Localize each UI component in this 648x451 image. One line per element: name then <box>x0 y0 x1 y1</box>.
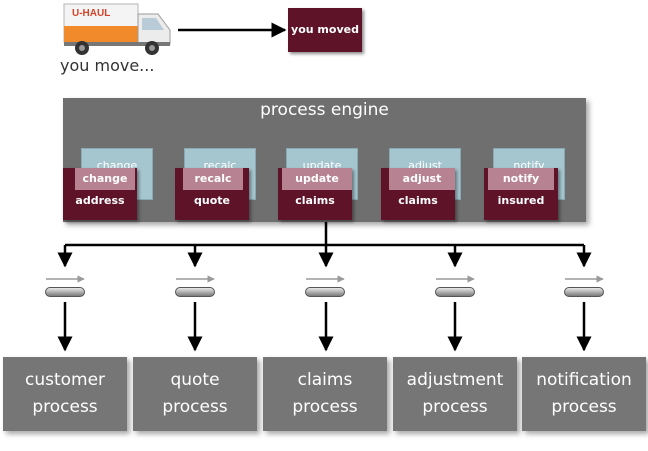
engine-step-change-address: change address <box>63 168 137 220</box>
process-line1: claims <box>297 369 353 390</box>
trigger-caption: you move... <box>60 56 155 75</box>
process-line1: customer <box>24 369 106 390</box>
notification-process-box: notification process <box>522 357 646 431</box>
process-line2: process <box>422 397 488 417</box>
engine-step-adjust-claims: adjust claims <box>381 168 455 220</box>
process-line1: notification <box>536 369 632 390</box>
process-line2: process <box>292 397 358 417</box>
message-queue-icon <box>45 287 85 297</box>
message-queue-icon <box>175 287 215 297</box>
engine-step-notify-insured: notify insured <box>484 168 558 220</box>
step-line1: recalc <box>183 168 243 190</box>
step-line2: address <box>75 194 125 207</box>
message-queue-icon <box>435 287 475 297</box>
process-engine-title: process engine <box>260 100 389 120</box>
quote-process-box: quote process <box>133 357 257 431</box>
message-queue-icon <box>305 287 345 297</box>
process-line2: process <box>162 397 228 417</box>
step-line1: change <box>75 168 135 190</box>
process-line2: process <box>32 397 98 417</box>
step-line2: quote <box>194 194 230 207</box>
engine-step-update-claims: update claims <box>278 168 352 220</box>
customer-process-box: customer process <box>3 357 127 431</box>
step-line2: claims <box>398 194 438 207</box>
process-line1: adjustment <box>406 369 504 390</box>
step-line1: notify <box>488 168 554 190</box>
step-line2: insured <box>497 194 545 207</box>
event-you-moved: you moved <box>288 8 362 52</box>
moving-truck-icon: U-HAUL <box>63 3 171 55</box>
step-line2: claims <box>295 194 335 207</box>
claims-process-box: claims process <box>263 357 387 431</box>
step-line1: adjust <box>389 168 455 190</box>
adjustment-process-box: adjustment process <box>393 357 517 431</box>
process-line2: process <box>551 397 617 417</box>
message-queue-icon <box>564 287 604 297</box>
process-line1: quote <box>170 369 220 390</box>
svg-text:U-HAUL: U-HAUL <box>72 8 110 19</box>
engine-step-recalc-quote: recalc quote <box>175 168 249 220</box>
step-line1: update <box>282 168 352 190</box>
